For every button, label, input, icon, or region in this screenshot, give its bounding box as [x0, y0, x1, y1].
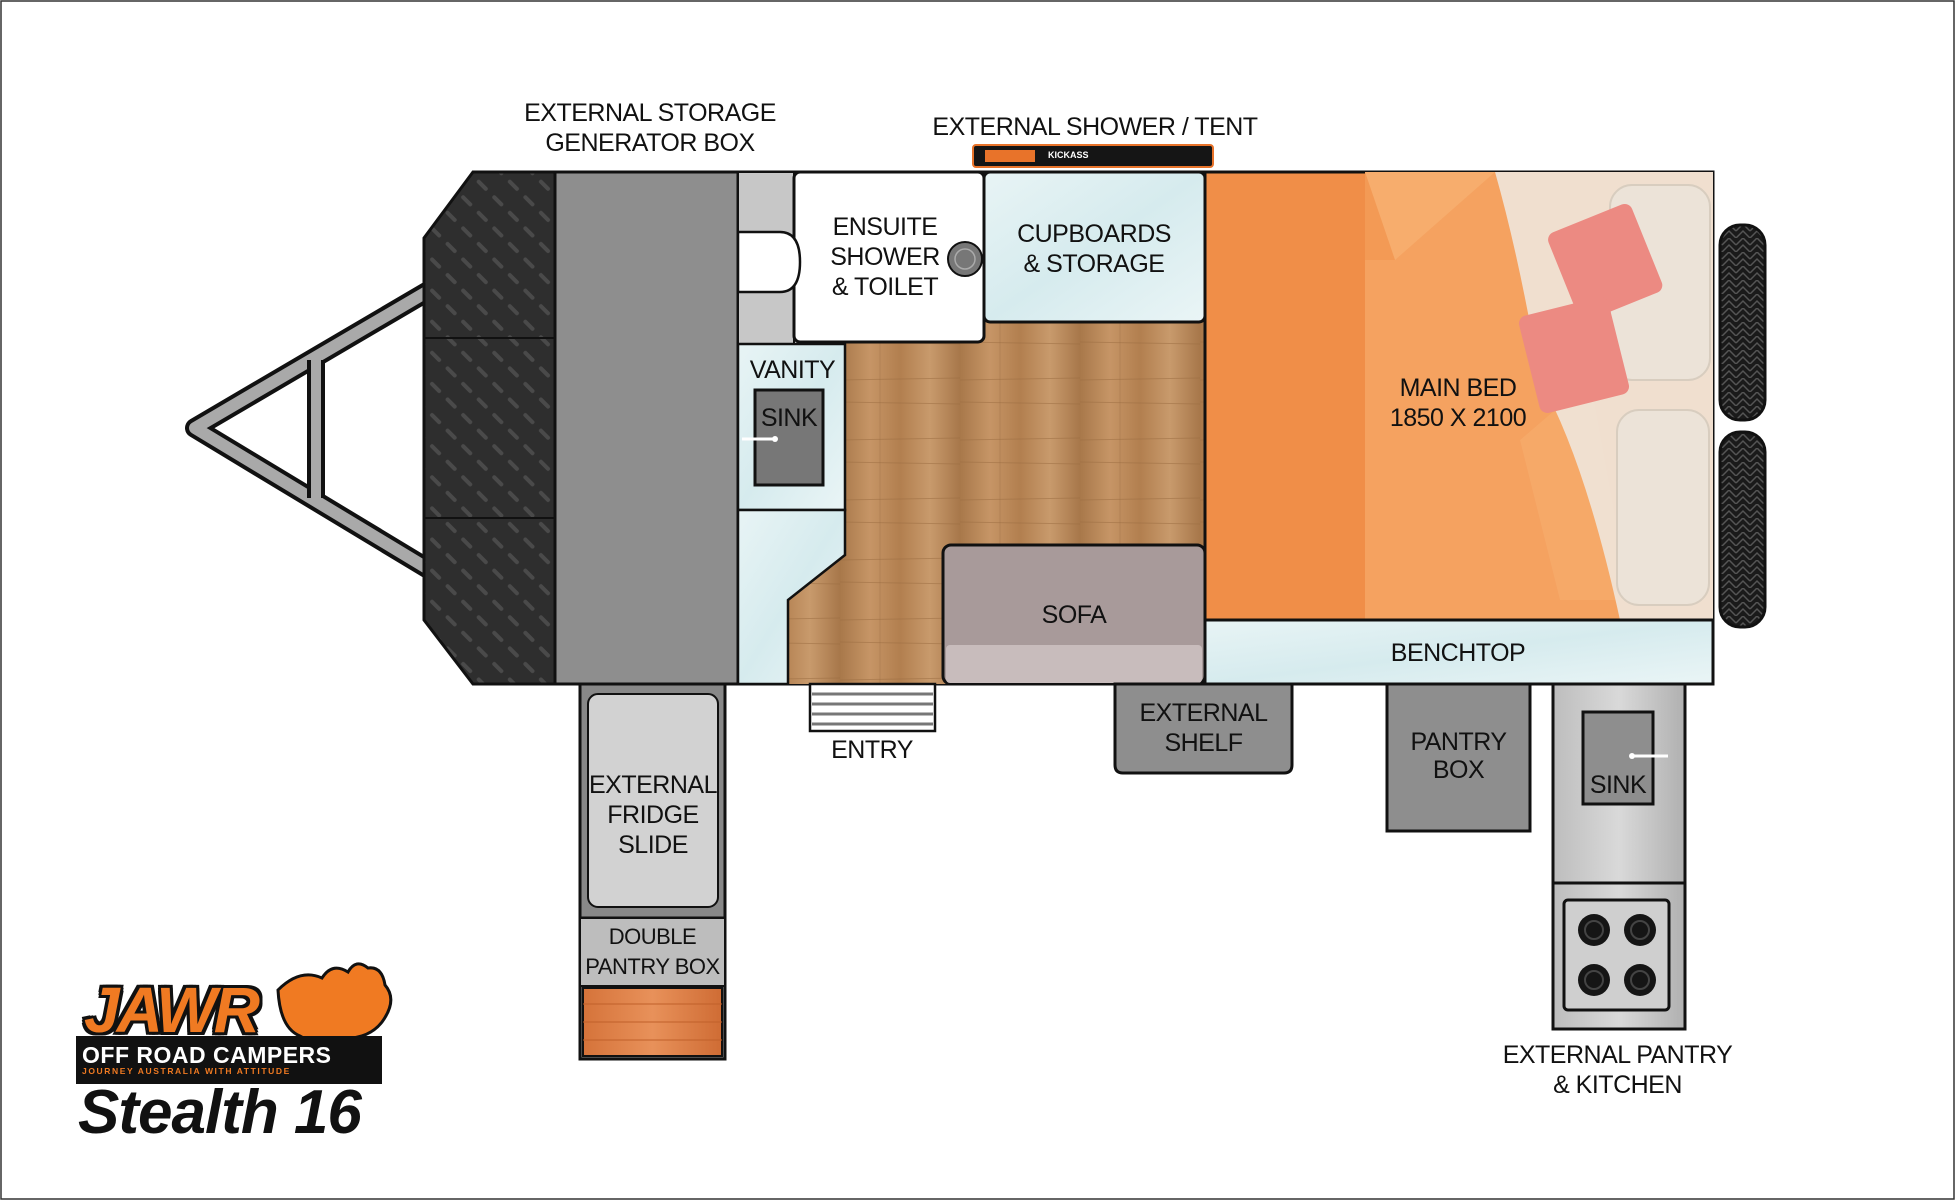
label-entry: ENTRY — [831, 736, 913, 764]
shower-drain-icon — [947, 241, 983, 277]
cushion — [1548, 203, 1663, 321]
label-pantry-box: PANTRY BOX — [1410, 728, 1507, 784]
double-pantry-box — [579, 917, 726, 987]
brand-name: OFF ROAD CAMPERS — [82, 1042, 332, 1068]
brand-logo-map — [276, 962, 393, 1044]
cooktop — [1562, 898, 1671, 1012]
brand-logo-letters: JAWR — [84, 974, 260, 1046]
benchtop — [1203, 618, 1715, 686]
label-double-pantry: DOUBLE PANTRY BOX — [585, 924, 720, 979]
label-external-storage: EXTERNAL STORAGE GENERATOR BOX — [524, 99, 776, 157]
drawbar — [185, 281, 436, 579]
label-ensuite: ENSUITE SHOWER & TOILET — [830, 213, 940, 301]
brand-tagline: JOURNEY AUSTRALIA WITH ATTITUDE — [82, 1066, 291, 1076]
external-shelf — [1113, 682, 1294, 775]
shower-brand-label: KICKASS — [1048, 150, 1089, 160]
model-name: Stealth 16 — [78, 1078, 362, 1147]
label-main-bed: MAIN BED 1850 X 2100 — [1389, 374, 1527, 432]
wheel — [1718, 223, 1767, 422]
external-storage-box — [553, 170, 740, 686]
front-treadplate — [422, 170, 557, 686]
label-cupboards: CUPBOARDS & STORAGE — [1017, 220, 1171, 278]
label-fridge-slide: EXTERNAL FRIDGE SLIDE — [589, 771, 717, 859]
cushion — [1518, 297, 1630, 413]
label-external-kitchen: EXTERNAL PANTRY & KITCHEN — [1502, 1041, 1733, 1099]
label-sofa: SOFA — [1041, 601, 1107, 629]
label-external-shower: EXTERNAL SHOWER / TENT — [932, 113, 1258, 141]
bed-pillow — [1616, 409, 1710, 606]
pantry-box — [1385, 682, 1532, 833]
wheel — [1718, 430, 1767, 629]
label-vanity-sink: SINK — [760, 404, 818, 432]
label-vanity: VANITY — [749, 356, 836, 384]
label-kitchen-sink: SINK — [1589, 771, 1647, 799]
label-benchtop: BENCHTOP — [1390, 639, 1526, 667]
label-external-shelf: EXTERNAL SHELF — [1139, 699, 1268, 757]
burner-icon — [1578, 914, 1656, 996]
toilet-icon — [736, 230, 802, 294]
kitchen-sink — [1581, 710, 1655, 806]
